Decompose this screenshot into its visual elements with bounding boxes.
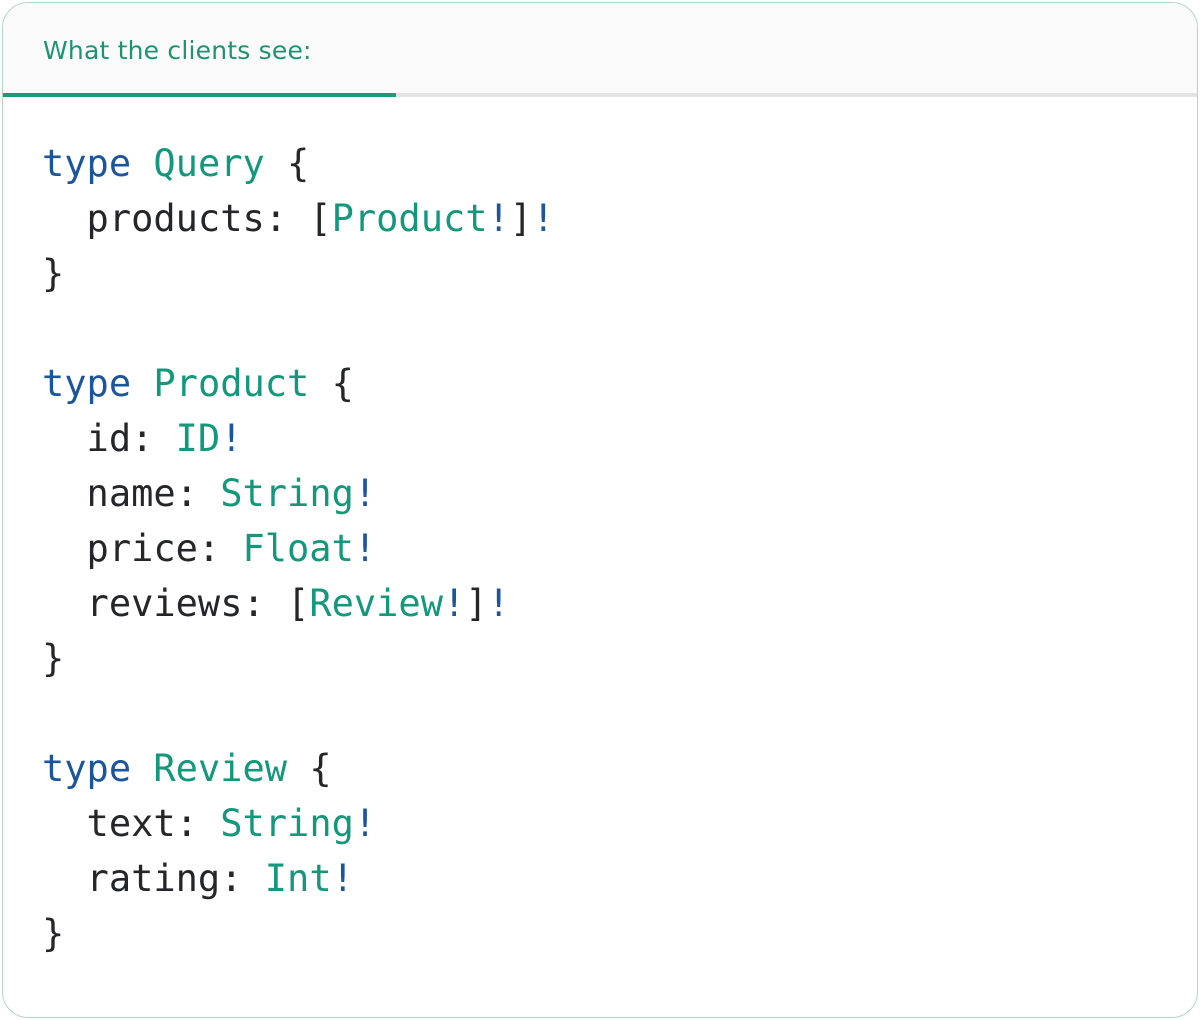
code-block: type Query { products: [Product!]!} type… [3,97,1197,961]
code-line: products: [Product!]! [42,191,1167,246]
code-line: type Review { [42,741,1167,796]
active-tab-underline [3,93,396,97]
code-token-typename: ID [175,417,221,460]
code-token-bang: ! [487,582,510,625]
header-divider [3,93,1197,97]
code-token-typename: Int [264,857,332,900]
code-token-plain: } [42,252,65,295]
code-token-plain: { [309,362,354,405]
code-token-typename: Review [153,747,288,790]
code-token-bang: ! [442,582,466,625]
code-token-keyword: type [42,362,132,405]
code-line: } [42,906,1167,961]
code-line: } [42,631,1167,686]
code-token-plain: text: [42,802,221,845]
code-token-bang: ! [331,857,354,900]
code-token-plain: price: [42,527,243,570]
code-line: text: String! [42,796,1167,851]
code-line: reviews: [Review!]! [42,576,1167,631]
code-token-typename: Query [153,142,265,185]
code-token-typename: String [220,472,354,515]
code-token-bang: ! [487,197,510,240]
code-token-plain [131,142,153,185]
code-token-bang: ! [353,527,377,570]
code-token-keyword: type [42,142,132,185]
code-line: name: String! [42,466,1167,521]
code-token-plain: rating: [42,857,265,900]
code-line: rating: Int! [42,851,1167,906]
code-token-typename: Product [331,197,488,240]
code-token-bang: ! [532,197,555,240]
code-token-bang: ! [353,472,377,515]
code-token-plain: id: [42,417,176,460]
code-token-typename: String [220,802,354,845]
tab-label: What the clients see: [43,35,312,65]
code-token-plain: reviews: [ [42,582,310,625]
code-token-bang: ! [353,802,377,845]
code-token-plain: } [42,912,65,955]
code-token-plain: { [287,747,332,790]
code-line: price: Float! [42,521,1167,576]
code-token-plain: name: [42,472,221,515]
code-token-typename: Review [309,582,443,625]
code-token-plain: products: [ [42,197,332,240]
code-line: type Product { [42,356,1167,411]
code-line [42,301,1167,356]
code-token-keyword: type [42,747,132,790]
code-line: id: ID! [42,411,1167,466]
code-token-typename: Float [242,527,354,570]
code-token-plain [131,747,153,790]
code-line: } [42,246,1167,301]
code-token-plain: } [42,637,65,680]
code-line: type Query { [42,136,1167,191]
code-token-plain [131,362,153,405]
code-token-plain: ] [465,582,488,625]
card-header-tab[interactable]: What the clients see: [3,3,1197,97]
code-token-plain: { [264,142,310,185]
code-token-bang: ! [220,417,243,460]
code-token-typename: Product [153,362,310,405]
code-token-plain: ] [509,197,533,240]
code-line [42,686,1167,741]
